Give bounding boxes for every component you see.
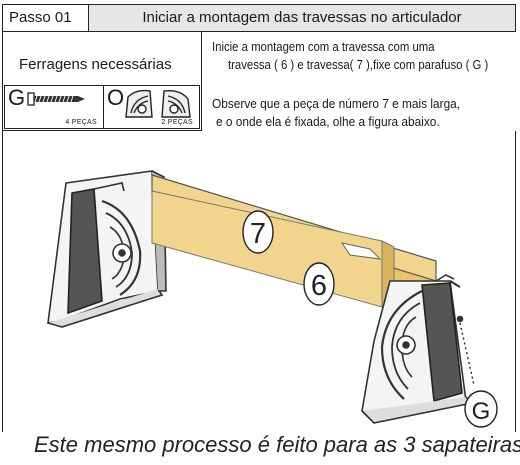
hardware-letter: G	[8, 85, 26, 110]
step-header: Passo 01 Iniciar a montagem das travessa…	[2, 4, 516, 32]
callout-rail-6: 6	[303, 262, 335, 306]
screw-icon	[27, 92, 85, 106]
right-articulator	[361, 274, 474, 424]
callout-rail-7: 7	[242, 210, 274, 254]
assembly-illustration: 7 6 G	[47, 170, 498, 428]
screw-leader-line	[459, 322, 475, 386]
hardware-count: 2 PEÇAS	[161, 119, 193, 126]
instruction-line: travessa ( 6 ) e travessa( 7 ),fixe com …	[228, 57, 489, 72]
left-articulator	[47, 170, 167, 328]
hinge-articulator-icon	[125, 89, 191, 118]
hardware-item-screw: G 4 PEÇAS	[4, 85, 104, 129]
hardware-item-hinge: O 2 PEÇAS	[104, 85, 200, 129]
step-number: Passo 01	[3, 5, 89, 31]
step-title: Iniciar a montagem das travessas no arti…	[142, 9, 462, 26]
callout-7-text: 7	[250, 218, 266, 250]
hardware-title: Ferragens necessárias	[19, 56, 172, 73]
instruction-line: Inicie a montagem com a travessa com uma	[212, 39, 435, 54]
hardware-box: Ferragens necessárias G 4 PEÇAS O	[2, 32, 202, 131]
footer-note: Este mesmo processo é feito para as 3 sa…	[34, 432, 520, 457]
callout-g-text: G	[472, 398, 491, 425]
callout-screw-g: G	[464, 390, 498, 428]
callout-6-text: 6	[311, 270, 327, 302]
hardware-count: 4 PEÇAS	[65, 119, 97, 126]
figure-frame	[2, 131, 516, 432]
instruction-line: Observe que a peça de número 7 e mais la…	[212, 96, 461, 111]
instruction-line: e o onde ela é fixada, olhe a figura aba…	[216, 114, 440, 129]
hardware-letter: O	[107, 85, 125, 110]
